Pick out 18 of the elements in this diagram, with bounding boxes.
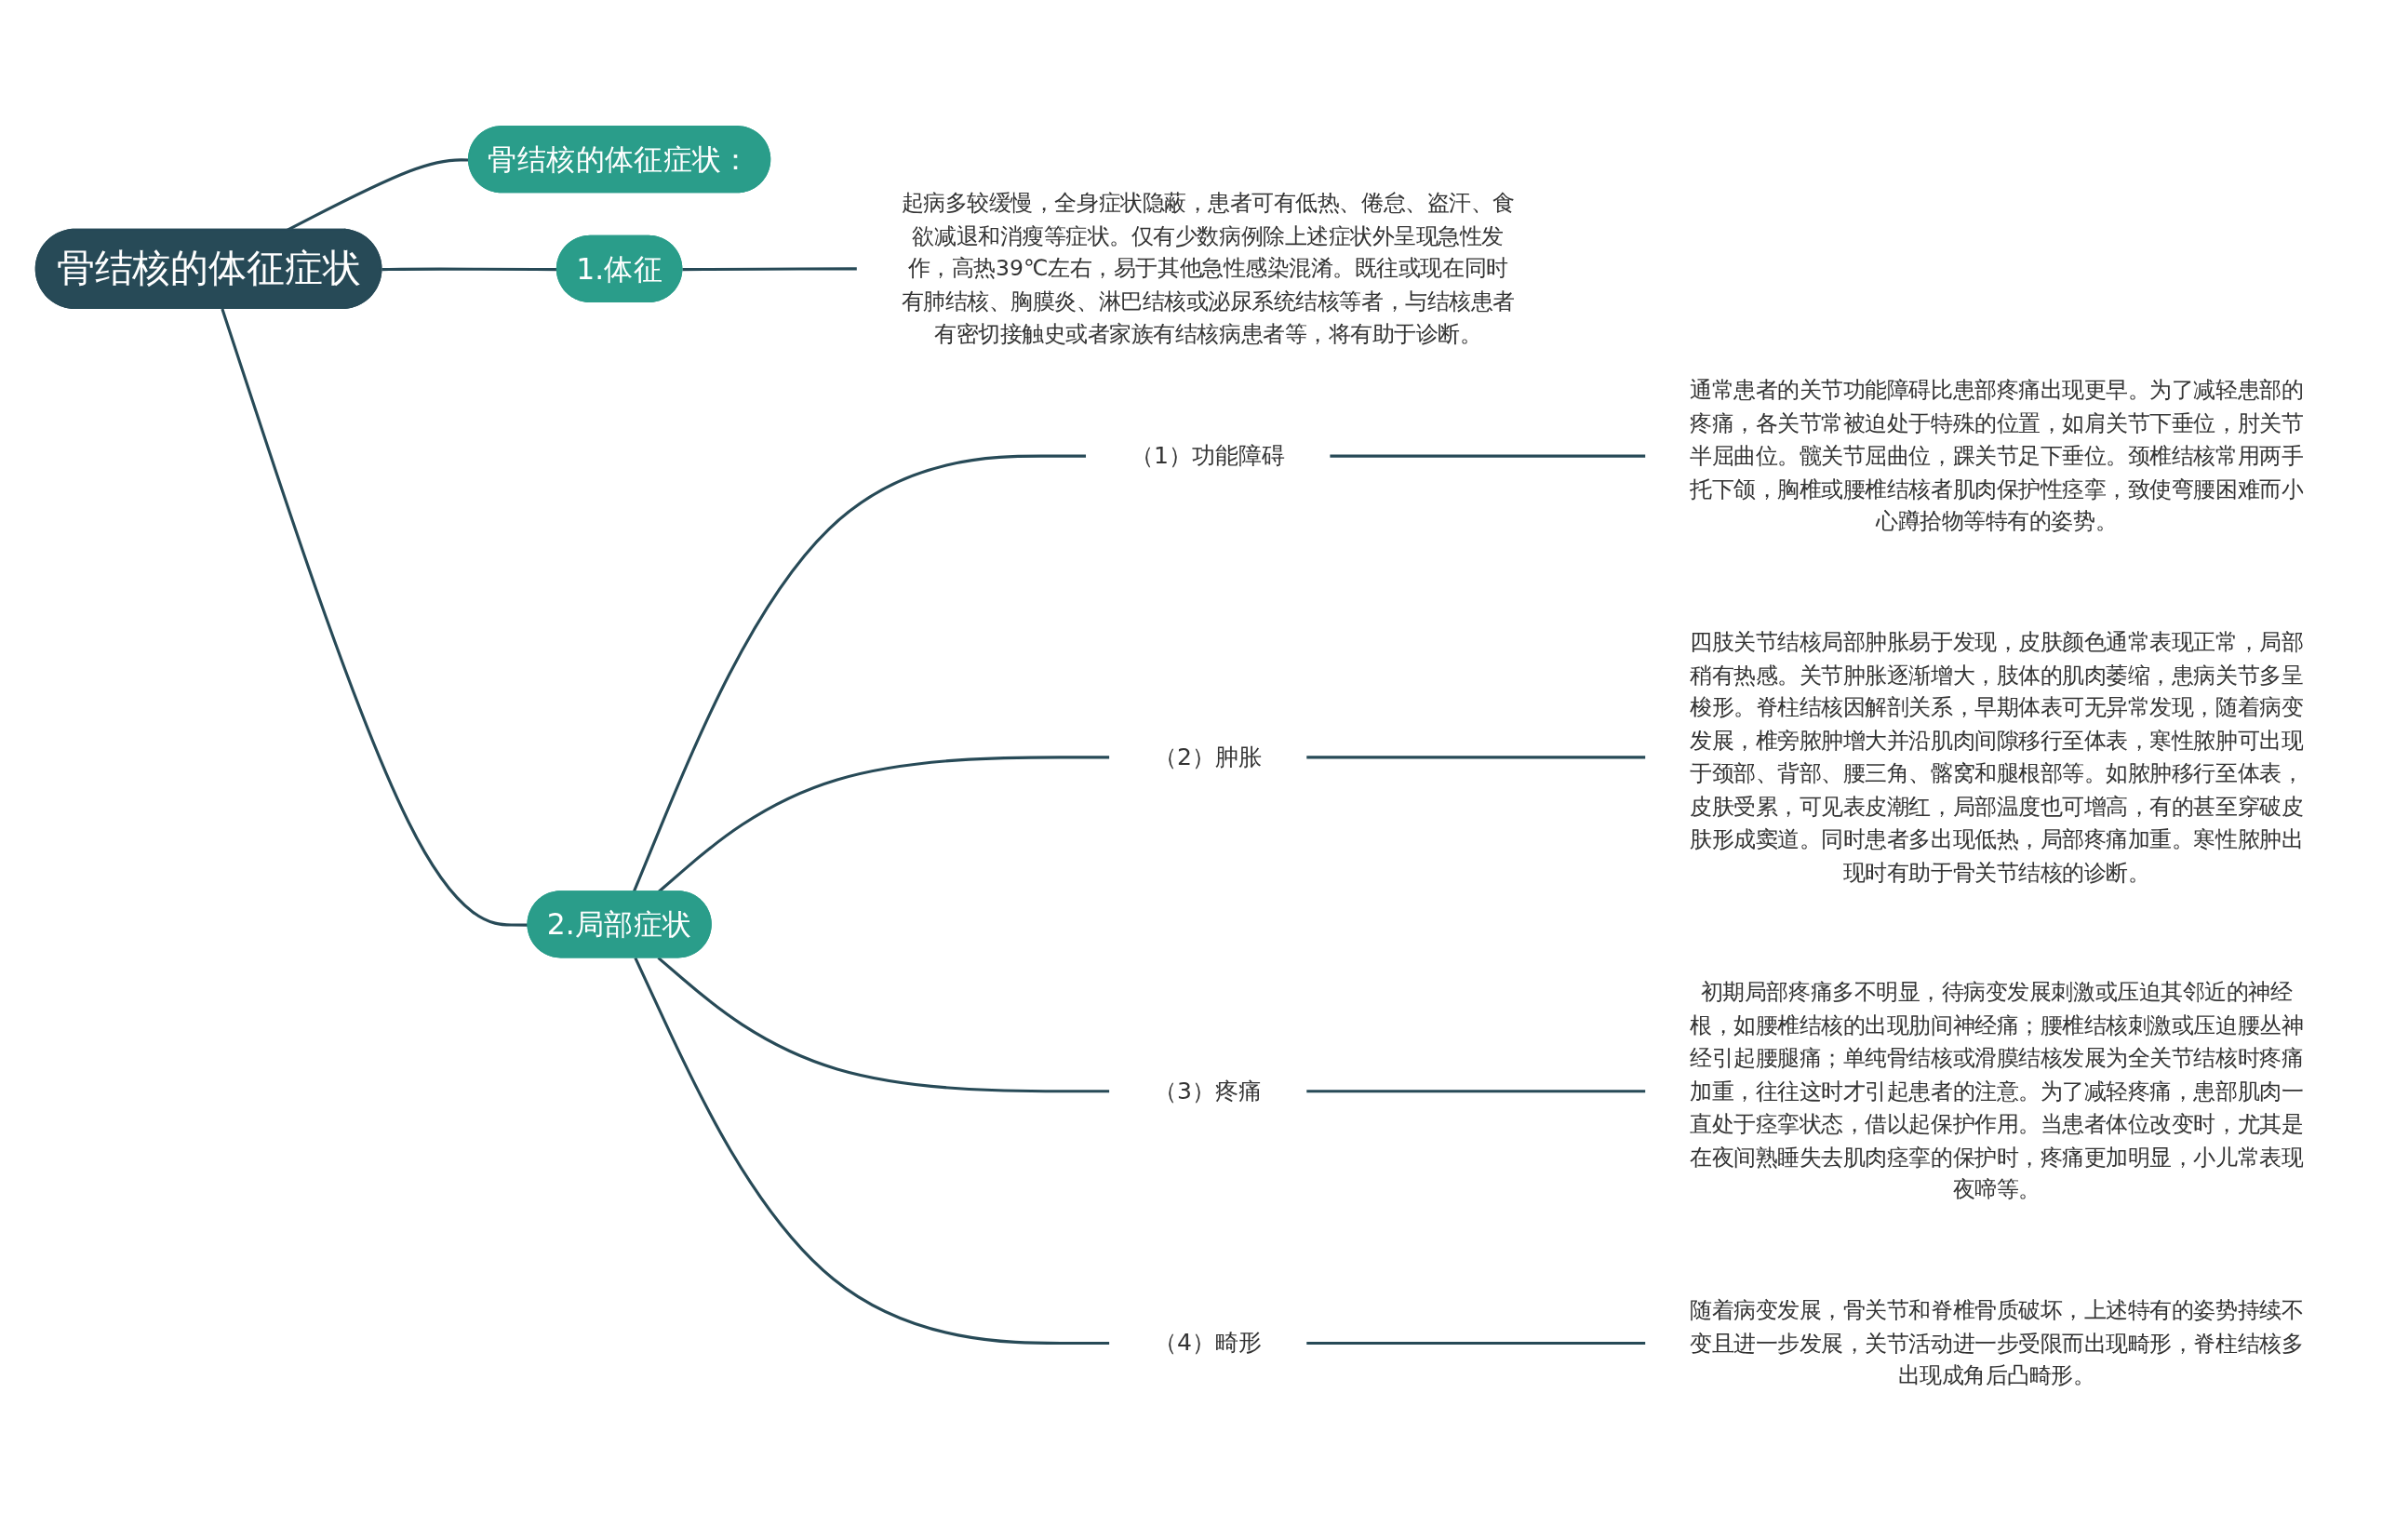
- node-text: 随着病变发展，骨关节和脊椎骨质破坏，上述特有的姿势持续不变且进一步发展，关节活动进一步受限而出现畸形，脊柱结核多出现成角后凸畸形。: [1689, 1296, 2303, 1389]
- connector: [1305, 755, 1646, 758]
- connector: [220, 308, 529, 927]
- node-text: （1）功能障碍: [1130, 441, 1286, 469]
- node-text: （3）疼痛: [1153, 1076, 1263, 1105]
- node-text: 起病多较缓慢，全身症状隐蔽，患者可有低热、倦怠、盗汗、食欲减退和消瘦等症状。仅有少数病例除上述症状外呈现急性发作，高热39℃左右，易于其他急性感染混淆。既往或现在同时有肺结核、胸膜炎、淋巴结核或泌尿系统结核等者，与结核患者有密切接触史或者家族有结核病患者等，将有助于诊断。: [901, 189, 1515, 347]
- connector: [681, 266, 858, 271]
- node-text: （4）畸形: [1153, 1328, 1263, 1357]
- node-text: 通常患者的关节功能障碍比患部疼痛出现更早。为了减轻患部的疼痛，各关节常被迫处于特殊的位置，如肩关节下垂位，肘关节半屈曲位。髋关节屈曲位，踝关节足下垂位。颈椎结核常用两手托下颌，胸椎或腰椎结核者肌肉保护性痉挛，致使弯腰困难而小心蹲拾物等特有的姿势。: [1689, 376, 2303, 535]
- connector: [657, 956, 1110, 1092]
- node-text: （2）肿胀: [1153, 742, 1263, 770]
- node-text: 初期局部疼痛多不明显，待病变发展刺激或压迫其邻近的神经根，如腰椎结核的出现肋间神经痛；腰椎结核刺激或压迫腰丛神经引起腰腿痛；单纯骨结核或滑膜结核发展为全关节结核时疼痛加重，往往这时才引起患者的注意。为了减轻疼痛，患部肌肉一直处于痉挛状态，借以起保护作用。当患者体位改变时，尤其是在夜间熟睡失去肌肉痉挛的保护时，疼痛更加明显，小儿常表现夜啼等。: [1689, 978, 2303, 1202]
- connector: [1305, 1341, 1646, 1345]
- connector: [1305, 1089, 1646, 1092]
- connector: [633, 957, 1110, 1345]
- connector: [1329, 454, 1646, 458]
- node-text: 四肢关节结核局部肿胀易于发现，皮肤颜色通常表现正常，局部稍有热感。关节肿胀逐渐增大，肢体的肌肉萎缩，患病关节多呈梭形。脊柱结核因解剖关系，早期体表可无异常发现，随着病变发展，椎旁脓肿增大并沿肌肉间隙移行至体表，寒性脓肿可出现于颈部、背部、腰三角、髂窝和腿根部等。如脓肿移行至体表，皮肤受累，可见表皮潮红，局部温度也可增高，有的甚至穿破皮肤形成窦道。同时患者多出现低热，局部疼痛加重。寒性脓肿出现时有助于骨关节结核的诊断。: [1689, 628, 2303, 885]
- connector: [632, 454, 1087, 892]
